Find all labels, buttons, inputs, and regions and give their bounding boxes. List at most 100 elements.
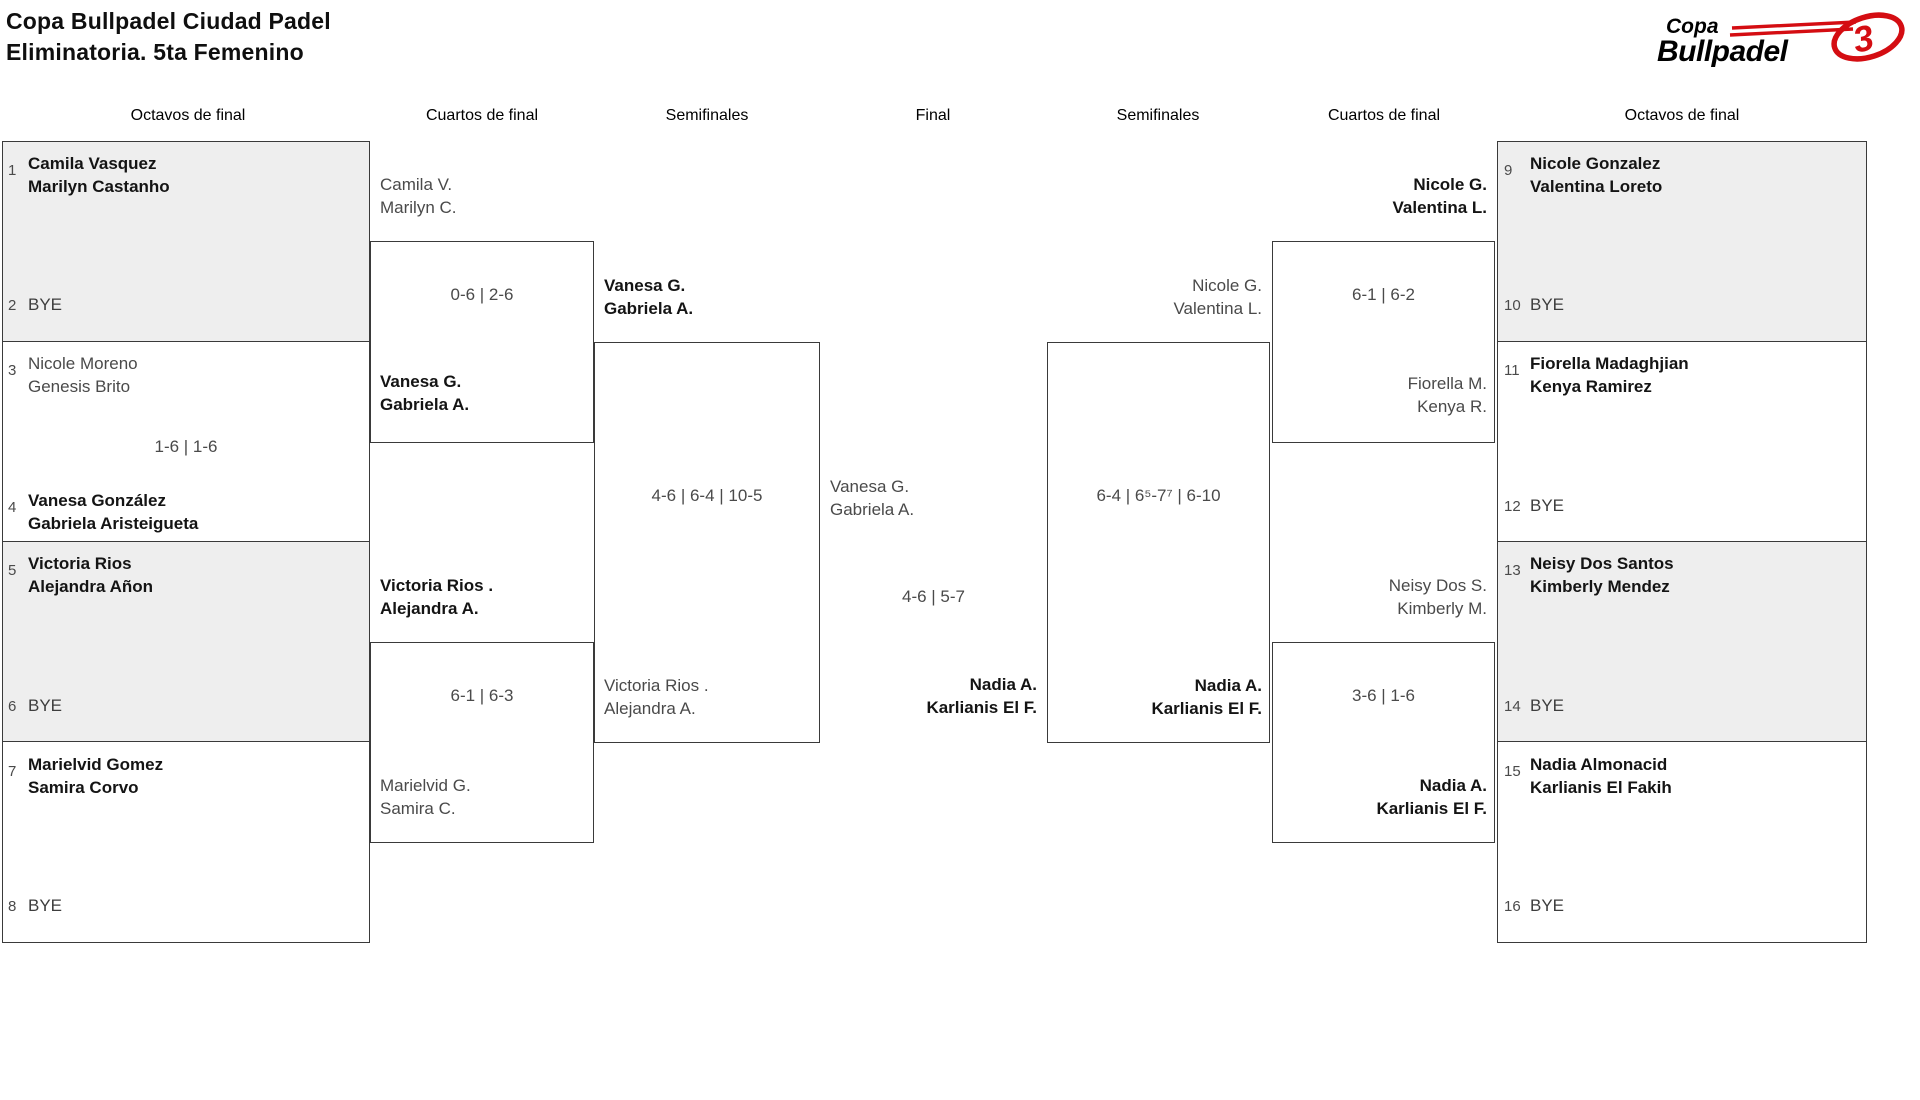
team-name-line: Valentina L. (1392, 198, 1487, 217)
seed-number: 5 (8, 562, 17, 579)
semifinal-left-box (594, 342, 820, 743)
octavos-left-box-4 (2, 741, 370, 943)
team-name-line: Vanesa G. (830, 477, 910, 496)
team-name-line: Nadia A. (1419, 776, 1487, 795)
team-name-line: Valentina L. (1173, 299, 1262, 318)
team-name-line: Gabriela A. (830, 500, 915, 519)
bye-label: BYE (1530, 896, 1565, 915)
team-name-line: Gabriela A. (380, 395, 470, 414)
team-name-line: Marielvid Gomez (28, 755, 164, 774)
team-name-line: Kenya Ramirez (1530, 377, 1652, 396)
match-score-final: 4-6 | 5-7 (901, 587, 965, 606)
team-name-line: Vanesa González (28, 491, 166, 510)
cuartos-right-2-team-bottom: Nadia A.Karlianis El F. (1267, 774, 1487, 820)
copa-bullpadel-logo: 3 Copa Bullpadel (1657, 12, 1905, 68)
team-name-line: Nicole G. (1192, 276, 1262, 295)
bye-label: BYE (28, 896, 63, 915)
team-name-line: Karlianis El F. (1151, 699, 1262, 718)
team-name-line: Kenya R. (1417, 397, 1487, 416)
team-name-line: Gabriela Aristeigueta (28, 514, 199, 533)
semifinal-right-team-top: Nicole G. Valentina L. (1042, 274, 1262, 320)
cuartos-right-box-2 (1272, 642, 1495, 843)
bye-label: BYE (28, 696, 63, 715)
semifinal-left-team-bottom: Victoria Rios .Alejandra A. (604, 674, 709, 720)
cuartos-right-2-team-top: Neisy Dos S.Kimberly M. (1267, 574, 1487, 620)
seed-number: 4 (8, 499, 17, 516)
team-name-line: Fiorella M. (1407, 374, 1487, 393)
seed-number: 13 (1504, 562, 1521, 579)
team-name-line: Marilyn Castanho (28, 177, 170, 196)
cuartos-left-2-team-top: Victoria Rios .Alejandra A. (380, 574, 493, 620)
semifinal-right-team-bottom: Nadia A. Karlianis El F. (1042, 674, 1262, 720)
team-name-line: Samira Corvo (28, 778, 139, 797)
logo-oval-icon (1831, 12, 1905, 62)
team-name-line: Nicole Gonzalez (1530, 154, 1661, 173)
cuartos-right-1-team-top: Nicole G. Valentina L. (1267, 173, 1487, 219)
team-name-line: Karlianis El Fakih (1530, 778, 1672, 797)
logo-word-copa: Copa (1666, 15, 1719, 38)
final-team-right: Nadia A. Karlianis El F. (817, 673, 1037, 719)
bye-slot-6: 6 BYE (8, 696, 62, 716)
team-name-line: Gabriela A. (604, 299, 694, 318)
round-header-semis-left: Semifinales (665, 107, 749, 124)
bye-label: BYE (28, 295, 63, 314)
round-header-cuartos-right: Cuartos de final (1327, 107, 1441, 124)
team-name-line: Kimberly Mendez (1530, 577, 1670, 596)
bye-slot-12: 12 BYE (1504, 496, 1564, 516)
team-name-line: Genesis Brito (28, 377, 131, 396)
seed-number: 8 (8, 898, 17, 915)
round-header-final: Final (915, 107, 951, 124)
team-name-line: Victoria Rios (28, 554, 132, 573)
seed-number: 7 (8, 763, 17, 780)
round-header-cuartos-left: Cuartos de final (425, 107, 539, 124)
match-score-semifinal-left: 4-6 | 6-4 | 10-5 (651, 486, 763, 505)
team-name-line: Neisy Dos S. (1388, 576, 1487, 595)
match-score-semifinal-right: 6-4 | 6⁵-7⁷ | 6-10 (1096, 486, 1221, 505)
team-name-line: Valentina Loreto (1530, 177, 1663, 196)
team-name-line: Fiorella Madaghjian (1530, 354, 1689, 373)
seed-number: 16 (1504, 898, 1521, 915)
logo-b-icon: 3 (1849, 16, 1877, 60)
bye-label: BYE (1530, 696, 1565, 715)
cuartos-left-2-team-bottom: Marielvid G.Samira C. (380, 774, 471, 820)
match-score-cuartos-right-1: 6-1 | 6-2 (1351, 285, 1415, 304)
bye-slot-2: 2 BYE (8, 295, 62, 315)
bye-label: BYE (1530, 295, 1565, 314)
page-title-line2: Eliminatoria. 5ta Femenino (6, 39, 304, 65)
team-name-line: Marielvid G. (380, 776, 471, 795)
semifinal-left-team-top: Vanesa G. Gabriela A. (604, 274, 693, 320)
bye-label: BYE (1530, 496, 1565, 515)
octavos-right-box-2 (1497, 341, 1867, 542)
octavos-left-box-2 (2, 341, 370, 542)
logo-word-bullpadel: Bullpadel (1657, 35, 1789, 68)
octavos-right-box-1 (1497, 141, 1867, 342)
match-score-octavos-left: 1-6 | 1-6 (154, 437, 218, 456)
bye-slot-14: 14 BYE (1504, 696, 1564, 716)
cuartos-left-box-1 (370, 241, 594, 443)
team-name-line: Alejandra A. (604, 699, 696, 718)
team-name-line: Nadia A. (969, 675, 1037, 694)
logo-stripe-icon (1731, 20, 1857, 30)
seed-number: 9 (1504, 162, 1513, 179)
team-name-line: Nadia Almonacid (1530, 755, 1668, 774)
round-header-semis-right: Semifinales (1116, 107, 1200, 124)
team-name-line: Camila V. (380, 175, 453, 194)
team-name-line: Neisy Dos Santos (1530, 554, 1674, 573)
team-name-line: Victoria Rios . (380, 576, 494, 595)
team-name-line: Marilyn C. (380, 198, 457, 217)
team-name-line: Nicole G. (1413, 175, 1487, 194)
cuartos-left-1-team-bottom: Vanesa G.Gabriela A. (380, 370, 469, 416)
seed-number: 12 (1504, 498, 1521, 515)
team-name-line: Nadia A. (1194, 676, 1262, 695)
team-name-line: Karlianis El F. (926, 698, 1037, 717)
octavos-left-box-1 (2, 141, 370, 342)
team-name-line: Camila Vasquez (28, 154, 157, 173)
team-name-line: Vanesa G. (604, 276, 686, 295)
seed-number: 6 (8, 698, 17, 715)
